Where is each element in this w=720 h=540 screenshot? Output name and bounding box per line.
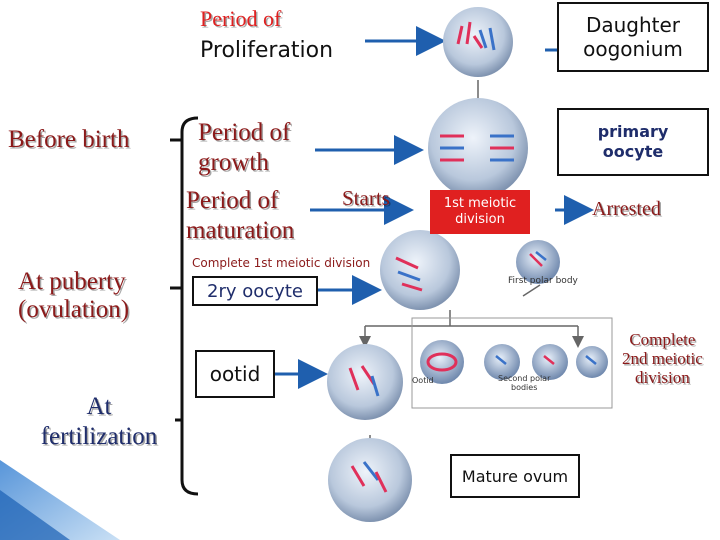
ootid-cell bbox=[327, 344, 403, 420]
mature-ovum-cell bbox=[328, 438, 412, 522]
at-fertilization-label: At fertilization bbox=[40, 393, 158, 450]
starts-label: Starts bbox=[342, 186, 390, 210]
first-meiotic-division-box: 1st meiotic division bbox=[430, 190, 530, 234]
at-puberty-label: At puberty (ovulation) bbox=[18, 268, 130, 323]
secondary-oocyte-box: 2ry oocyte bbox=[192, 276, 318, 306]
period-growth-label: Period of growth bbox=[198, 119, 291, 176]
primary-oocyte-box: primary oocyte bbox=[557, 108, 709, 176]
ootid-box: ootid bbox=[195, 350, 275, 398]
ootid-small-label: Ootid bbox=[412, 376, 434, 385]
mature-ovum-box: Mature ovum bbox=[450, 454, 580, 498]
first-polar-body-cell bbox=[516, 240, 560, 284]
second-polar-bodies-label: Second polar bodies bbox=[498, 374, 551, 392]
daughter-oogonium-cell bbox=[443, 7, 513, 77]
period-proliferation-line1: Period of bbox=[200, 6, 282, 31]
period-maturation-label: Period of maturation bbox=[186, 187, 295, 244]
secondary-oocyte-cell bbox=[380, 230, 460, 310]
first-polar-body-label: First polar body bbox=[508, 276, 578, 286]
decorative-corner bbox=[0, 460, 120, 540]
arrested-label: Arrested bbox=[592, 198, 661, 220]
complete-first-division-label: Complete 1st meiotic division bbox=[192, 256, 371, 270]
period-proliferation-line2: Proliferation bbox=[200, 38, 334, 63]
daughter-oogonium-box: Daughter oogonium bbox=[557, 2, 709, 72]
complete-second-division-label: Complete 2nd meiotic division bbox=[622, 330, 703, 387]
primary-oocyte-cell bbox=[428, 98, 528, 198]
second-polar-bodies-group bbox=[411, 317, 613, 409]
left-brace bbox=[170, 116, 199, 496]
before-birth-label: Before birth bbox=[8, 126, 130, 153]
